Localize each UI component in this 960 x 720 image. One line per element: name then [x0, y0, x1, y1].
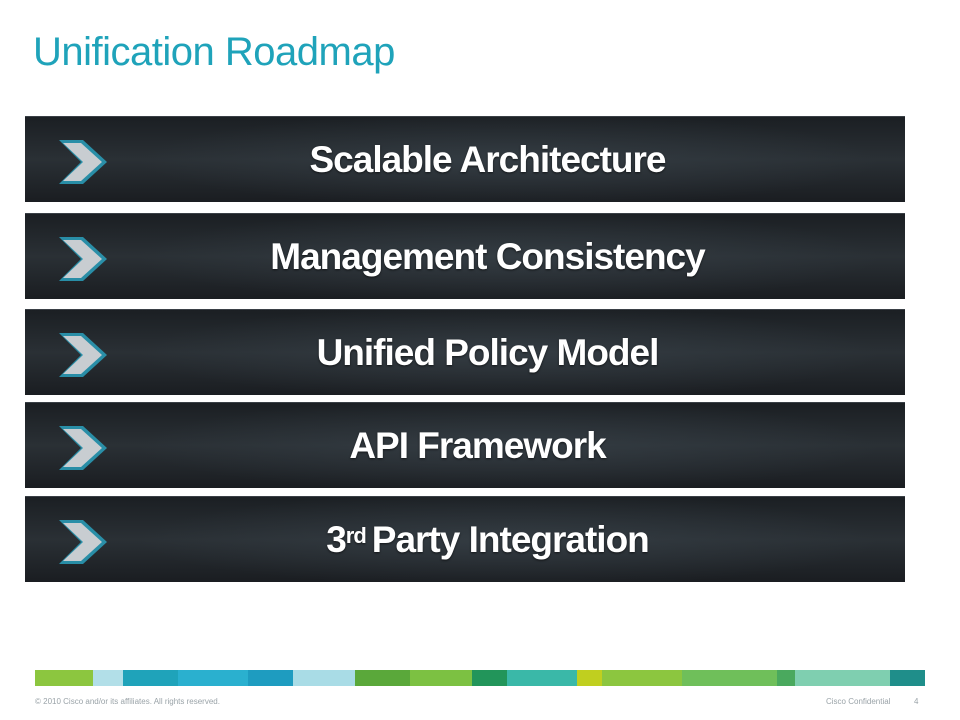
color-bar-segment [777, 670, 795, 686]
color-bar-segment [355, 670, 410, 686]
chevron-right-icon [59, 140, 107, 184]
label-superscript: rd [345, 522, 367, 548]
color-bar-segment [178, 670, 248, 686]
color-bar-segment [410, 670, 472, 686]
roadmap-item-label: API Framework [349, 424, 606, 466]
footer-color-bar [35, 670, 925, 686]
color-bar-segment [682, 670, 777, 686]
color-bar-segment [795, 670, 890, 686]
color-bar-segment [123, 670, 178, 686]
confidential-label: Cisco Confidential [826, 697, 891, 706]
chevron-right-icon [59, 237, 107, 281]
chevron-right-icon [59, 333, 107, 377]
color-bar-segment [472, 670, 507, 686]
chevron-right-icon [59, 520, 107, 564]
roadmap-item-label: Scalable Architecture [309, 138, 666, 180]
label-prefix: 3 [326, 518, 347, 560]
color-bar-segment [602, 670, 682, 686]
roadmap-item-management-consistency: Management Consistency [25, 213, 905, 299]
color-bar-segment [507, 670, 577, 686]
color-bar-segment [293, 670, 355, 686]
roadmap-item-label: Management Consistency [270, 235, 705, 277]
roadmap-item-label: Unified Policy Model [316, 331, 660, 373]
chevron-right-icon [59, 426, 107, 470]
slide-title: Unification Roadmap [33, 30, 395, 74]
color-bar-segment [248, 670, 293, 686]
roadmap-item-api-framework: API Framework [25, 402, 905, 488]
color-bar-segment [577, 670, 602, 686]
color-bar-segment [93, 670, 123, 686]
roadmap-item-unified-policy-model: Unified Policy Model [25, 309, 905, 395]
page-number: 4 [914, 697, 919, 706]
color-bar-segment [890, 670, 925, 686]
color-bar-segment [35, 670, 93, 686]
copyright-text: © 2010 Cisco and/or its affiliates. All … [35, 697, 220, 706]
label-rest: Party Integration [371, 518, 650, 560]
roadmap-item-scalable-architecture: Scalable Architecture [25, 116, 905, 202]
